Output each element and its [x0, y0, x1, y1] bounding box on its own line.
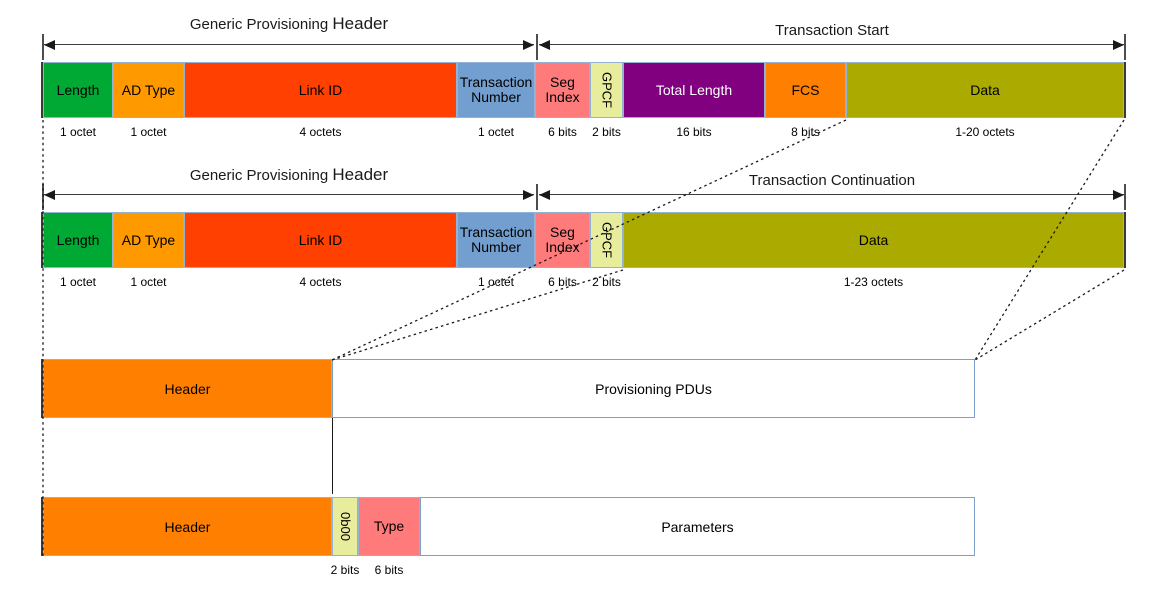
row1-caption-fcs: 8 bits [791, 125, 820, 139]
row1-field-gpcf: GPCF [590, 62, 623, 118]
row2-header-arrow-left [44, 190, 55, 200]
row1-field-ad-type-label: AD Type [121, 81, 176, 98]
row2-field-length: Length [43, 212, 113, 268]
row1-field-gpcf-label: GPCF [599, 71, 615, 109]
row1-field-total-length-label: Total Length [655, 81, 733, 98]
row1-header-arrow-right [523, 40, 534, 50]
row2-caption-seg-index: 6 bits [548, 275, 577, 289]
row2-field-link-id-label: Link ID [298, 231, 343, 248]
row2-field-transaction-number: Transaction Number [457, 212, 535, 268]
row1-caption-gpcf: 2 bits [592, 125, 621, 139]
detail-reserved-box: 0b00 [332, 497, 358, 556]
row2-field-link-id: Link ID [184, 212, 457, 268]
row2-caption-ad-type: 1 octet [130, 275, 167, 289]
row2-caption-data: 1-23 octets [843, 275, 904, 289]
detail-reserved-label: 0b00 [337, 512, 353, 541]
row2-trans-arrow-line [539, 194, 1124, 195]
row1-field-seg-index: Seg Index [535, 62, 590, 118]
row1-trans-arrow-line [539, 44, 1124, 45]
row1-field-transaction-number: Transaction Number [457, 62, 535, 118]
row1-field-total-length: Total Length [623, 62, 765, 118]
row1-field-length: Length [43, 62, 113, 118]
detail-parameters-label: Parameters [661, 518, 734, 535]
row1-stripe-cap-right [1123, 62, 1126, 118]
row1-caption-ad-type: 1 octet [130, 125, 167, 139]
pdu-detail-connector [332, 418, 333, 494]
row1-field-fcs: FCS [765, 62, 846, 118]
row1-caption-link-id: 4 octets [299, 125, 342, 139]
row1-caption-total-length: 16 bits [676, 125, 712, 139]
row2-trans-arrow-right [1113, 190, 1124, 200]
row2-caption-length: 1 octet [59, 275, 97, 289]
row1-caption-seg-index: 6 bits [548, 125, 577, 139]
row2-caption-transaction-number: 1 octet [477, 275, 515, 289]
row1-caption-length: 1 octet [59, 125, 97, 139]
detail-reserved-caption: 2 bits [330, 563, 360, 577]
row1-stripe-cap-left [41, 62, 44, 118]
row2-field-length-label: Length [56, 231, 100, 248]
row2-field-transaction-number-label: Transaction Number [459, 224, 533, 255]
row1-field-data-label: Data [970, 81, 1000, 98]
row1-field-length-label: Length [56, 81, 100, 98]
row2-span-label-header: Generic Provisioning Header [42, 165, 536, 185]
pdu-header-label: Header [164, 380, 211, 397]
row2-field-data: Data [623, 212, 1124, 268]
detail-parameters-box: Parameters [420, 497, 975, 556]
row1-span-label-header: Generic Provisioning Header [42, 14, 536, 34]
row1-tick-right [1124, 34, 1126, 60]
row2-field-gpcf: GPCF [590, 212, 623, 268]
row1-tick-left [42, 34, 44, 60]
row2-caption-link-id: 4 octets [299, 275, 342, 289]
row1-field-transaction-number-label: Transaction Number [459, 74, 533, 105]
row2-span-emphasis: Header [332, 165, 389, 184]
pdu-header-box: Header [43, 359, 332, 418]
row2-trans-arrow-left [539, 190, 550, 200]
row1-span-emphasis: Header [332, 14, 389, 33]
row2-span-right-text: Transaction Continuation [748, 172, 916, 189]
row2-field-ad-type: AD Type [113, 212, 184, 268]
row2-header-arrow-line [44, 194, 534, 195]
detail-type-caption: 6 bits [374, 563, 404, 577]
row1-field-data: Data [846, 62, 1124, 118]
row2-tick-right [1124, 184, 1126, 210]
row1-span-right-text: Transaction Start [775, 22, 889, 39]
row1-caption-data: 1-20 octets [955, 125, 1015, 139]
row1-trans-arrow-left [539, 40, 550, 50]
detail-header-box: Header [43, 497, 332, 556]
row2-tick-mid [536, 184, 538, 210]
provisioning-pdus-label: Provisioning PDUs [595, 380, 712, 397]
row2-field-seg-index-label: Seg Index [545, 224, 580, 255]
row1-caption-transaction-number: 1 octet [477, 125, 515, 139]
row2-field-seg-index: Seg Index [535, 212, 590, 268]
row1-field-ad-type: AD Type [113, 62, 184, 118]
row1-header-arrow-left [44, 40, 55, 50]
row1-span-label-transaction: Transaction Start [537, 22, 1127, 39]
row1-tick-mid [536, 34, 538, 60]
row1-field-link-id-label: Link ID [298, 81, 343, 98]
row1-header-arrow-line [44, 44, 534, 45]
row1-span-prefix: Generic Provisioning [189, 16, 333, 33]
row2-header-arrow-right [523, 190, 534, 200]
row2-caption-gpcf: 2 bits [592, 275, 621, 289]
row1-field-seg-index-label: Seg Index [545, 74, 580, 105]
row2-span-prefix: Generic Provisioning [189, 167, 333, 184]
row1-trans-arrow-right [1113, 40, 1124, 50]
row2-span-label-transaction: Transaction Continuation [537, 172, 1127, 189]
detail-type-box: Type [358, 497, 420, 556]
detail-header-label: Header [164, 518, 211, 535]
row2-field-data-label: Data [858, 231, 889, 248]
detail-type-label: Type [373, 518, 405, 535]
row1-field-link-id: Link ID [184, 62, 457, 118]
row2-field-ad-type-label: AD Type [121, 231, 176, 248]
row1-field-fcs-label: FCS [791, 81, 820, 98]
row2-field-gpcf-label: GPCF [599, 221, 615, 259]
provisioning-pdus-box: Provisioning PDUs [332, 359, 975, 418]
